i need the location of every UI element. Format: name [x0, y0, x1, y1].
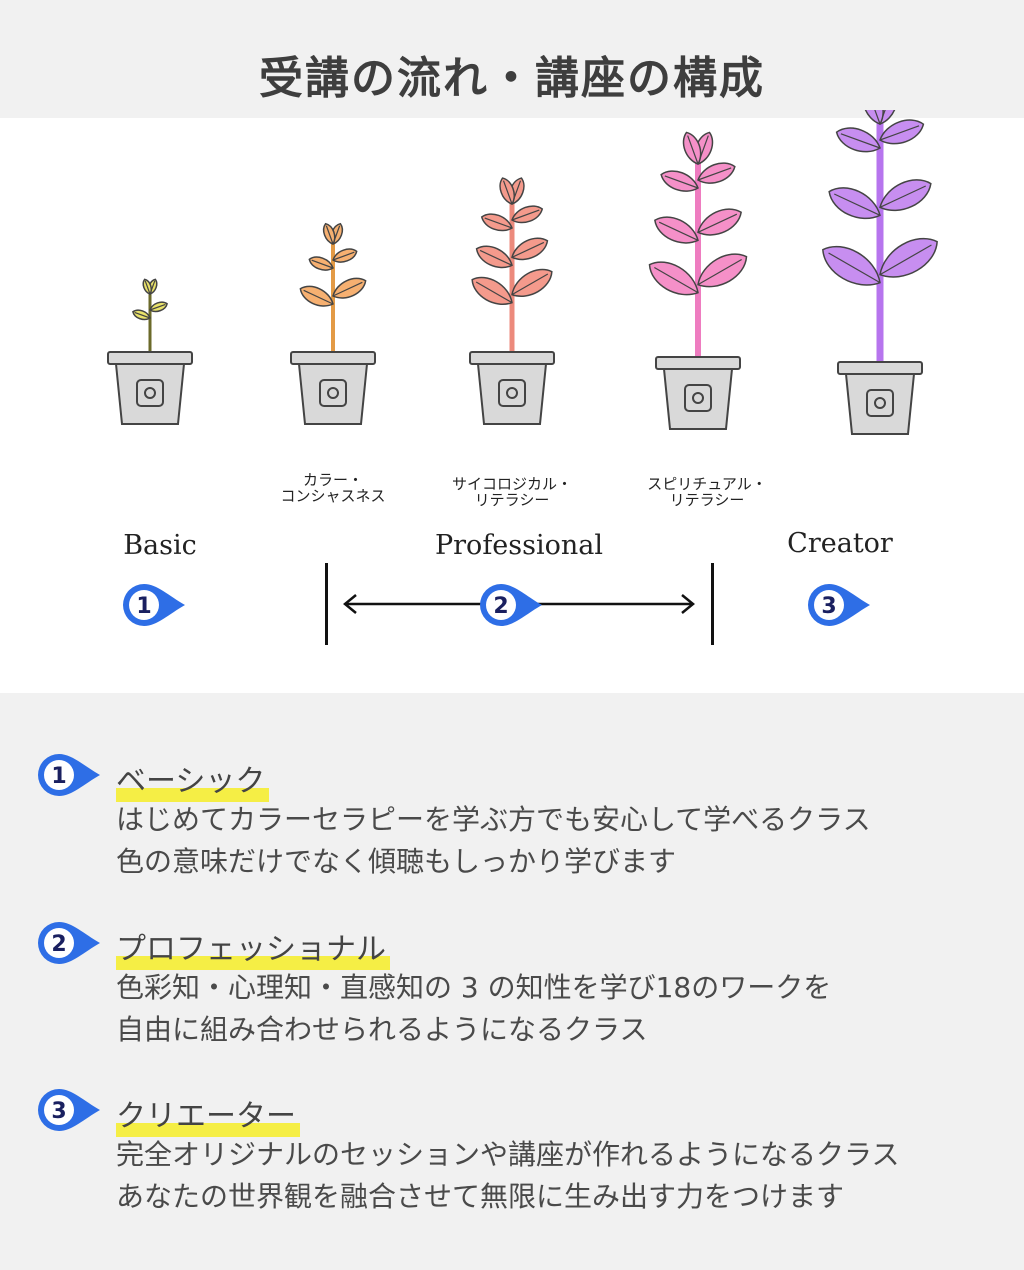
plant-leaf [475, 245, 513, 269]
plant-leaf [862, 110, 884, 125]
plant-leaf [879, 237, 938, 278]
course-label-line: リテラシー [474, 491, 550, 509]
flower-pot [469, 351, 555, 425]
item-1-marker: 1 [36, 752, 102, 798]
item-2-marker: 2 [36, 920, 102, 966]
plant-leaf [828, 187, 881, 220]
course-label-spiritual-literacy: スピリチュアル・リテラシー [627, 476, 787, 508]
marker-number: 3 [821, 594, 836, 619]
plant-leaf [660, 170, 699, 192]
course-label-line: カラー・ [302, 471, 363, 489]
radiant-person-icon [684, 384, 712, 412]
plant-leaf [682, 131, 702, 165]
plant-leaf [332, 248, 358, 263]
plant-leaf [511, 268, 553, 297]
plant-leaf [308, 256, 334, 271]
plant-leaf [879, 119, 925, 145]
item-heading: クリエーター [116, 1091, 300, 1137]
marker-number: 1 [136, 594, 151, 619]
apps-sparkle-icon [866, 389, 894, 417]
flower-pot [837, 361, 923, 435]
item-desc-line: はじめてカラーセラピーを学ぶ方でも安心して学べるクラス [116, 803, 871, 836]
marker-number: 2 [51, 932, 66, 957]
course-label-line: コンシャスネス [280, 487, 386, 505]
stage-creator-label: Creator [787, 528, 893, 559]
item-3-marker: 3 [36, 1087, 102, 1133]
plant-leaf [835, 127, 881, 153]
plant-leaf [142, 278, 152, 295]
item-heading-text: プロフェッショナル [116, 932, 386, 967]
plant-stage-3 [469, 177, 555, 425]
item-heading-text: クリエーター [116, 1099, 296, 1134]
item-desc-line: 自由に組み合わせられるようになるクラス [116, 1013, 648, 1046]
plant-stage-5 [822, 110, 938, 435]
book-hand-icon [498, 379, 526, 407]
course-label-line: サイコロジカル・ [451, 475, 572, 493]
plant-leaf [132, 309, 151, 321]
plant-leaf [332, 277, 367, 299]
plant-leaf [511, 237, 549, 261]
item-heading: プロフェッショナル [116, 924, 390, 970]
item-desc-line: あなたの世界観を融合させて無限に生み出す力をつけます [116, 1180, 845, 1213]
course-label-color-consciousness: カラー・コンシャスネス [253, 472, 413, 504]
flower-pot [107, 351, 193, 425]
course-label-line: スピリチュアル・ [647, 475, 767, 493]
stage-professional-label: Professional [434, 530, 604, 561]
item-heading: ベーシック [116, 756, 270, 802]
color-swatch-icon [136, 379, 164, 407]
plant-leaf [654, 216, 699, 244]
flower-pot [290, 351, 376, 425]
course-label-psychological-literacy: サイコロジカル・リテラシー [432, 476, 592, 508]
page-title: 受講の流れ・講座の構成 [259, 53, 765, 104]
plant-leaf [149, 301, 168, 313]
plant-leaf [299, 285, 334, 307]
plant-leaf [322, 222, 336, 245]
plant-leaf [648, 261, 699, 296]
plant-stage-1 [107, 278, 193, 425]
plant-leaf [697, 162, 736, 184]
range-end-line [711, 563, 714, 645]
stage-basic-label: Basic [123, 530, 197, 561]
flower-pot [655, 356, 741, 430]
plant-leaf [471, 276, 513, 305]
stage-3-marker: 3 [806, 582, 872, 628]
stage-2-marker: 2 [478, 582, 544, 628]
course-label-line: リテラシー [669, 491, 745, 509]
marker-number: 1 [51, 764, 66, 789]
plant-leaf [697, 253, 748, 288]
plant-stage-4 [648, 131, 748, 430]
plant-stage-2 [290, 222, 376, 425]
plant-leaf [822, 245, 881, 286]
head-heart-icon [319, 379, 347, 407]
item-desc-line: 完全オリジナルのセッションや講座が作れるようになるクラス [116, 1138, 900, 1171]
item-heading-text: ベーシック [116, 764, 266, 799]
plant-leaf [697, 208, 742, 236]
marker-number: 3 [51, 1099, 66, 1124]
item-desc-line: 色彩知・心理知・直感知の 3 の知性を学び18のワークを [116, 971, 832, 1004]
stage-1-marker: 1 [121, 582, 187, 628]
plant-leaf [480, 213, 513, 232]
plant-leaf [879, 179, 932, 212]
marker-number: 2 [493, 594, 508, 619]
plant-leaf [511, 205, 544, 224]
plant-leaf [499, 177, 515, 205]
item-desc-line: 色の意味だけでなく傾聴もしっかり学びます [116, 845, 677, 878]
range-start-line [325, 563, 328, 645]
